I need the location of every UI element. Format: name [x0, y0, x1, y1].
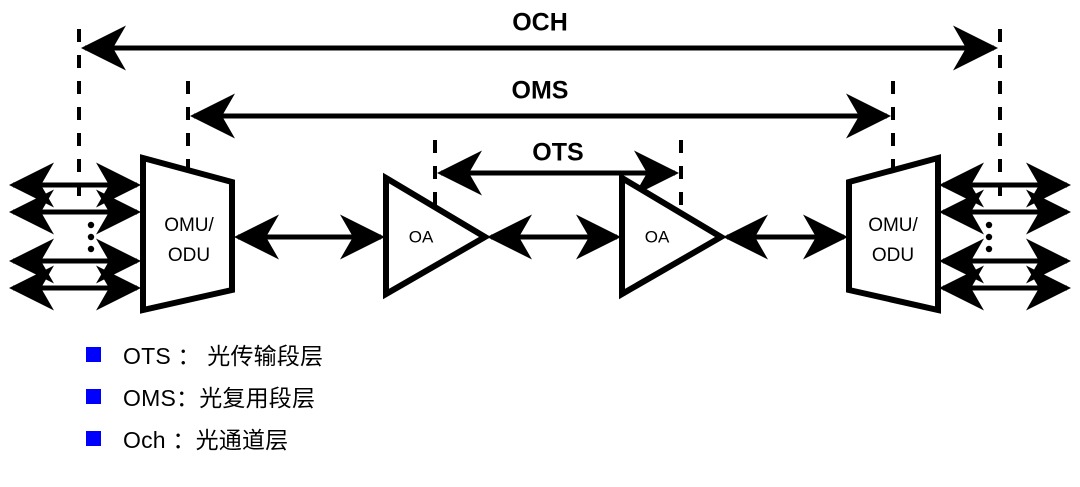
span-oms-label: OMS	[512, 77, 569, 105]
span-ots: OTS	[436, 139, 680, 196]
amp-left-label: OA	[409, 227, 434, 246]
node-mux-right[interactable]: OMU/ ODU	[846, 154, 941, 314]
node-amp-left[interactable]: OA	[383, 172, 491, 300]
amp-right-label: OA	[645, 227, 670, 246]
mux-left-label-line1: OMU/	[164, 215, 214, 236]
legend-item-oms-label: OMS：光复用段层	[123, 385, 316, 411]
amp-left-body	[383, 172, 491, 300]
span-oms: OMS	[189, 77, 892, 139]
legend-item-ots: OTS ： 光传输段层	[86, 333, 506, 375]
legend-item-och: Och ：光通道层	[86, 417, 506, 459]
legend-bullet-icon	[86, 430, 101, 446]
vertical-ellipsis-right	[985, 221, 993, 253]
span-och-label: OCH	[512, 9, 568, 37]
client-arrows-left	[8, 162, 142, 311]
legend-item-och-label: Och ：光通道层	[123, 427, 289, 453]
vertical-ellipsis-left	[87, 221, 95, 253]
mux-right-label-line1: OMU/	[868, 215, 918, 236]
node-amp-right[interactable]: OA	[619, 172, 727, 300]
amp-right-body	[619, 172, 727, 300]
mux-left-label-line2: ODU	[168, 245, 210, 266]
legend-bullet-icon	[86, 388, 101, 404]
legend-item-ots-label: OTS ： 光传输段层	[123, 343, 324, 369]
span-ots-label: OTS	[532, 139, 583, 167]
mux-right-body	[846, 154, 941, 314]
mux-right-label-line2: ODU	[872, 245, 914, 266]
legend: OTS ： 光传输段层 OMS：光复用段层 Och ：光通道层	[86, 333, 506, 459]
client-arrows-right	[938, 162, 1072, 311]
legend-bullet-icon	[86, 346, 101, 362]
mux-left-body	[140, 154, 235, 314]
span-och: OCH	[80, 9, 999, 71]
legend-item-oms: OMS：光复用段层	[86, 375, 506, 417]
node-mux-left[interactable]: OMU/ ODU	[140, 154, 235, 314]
